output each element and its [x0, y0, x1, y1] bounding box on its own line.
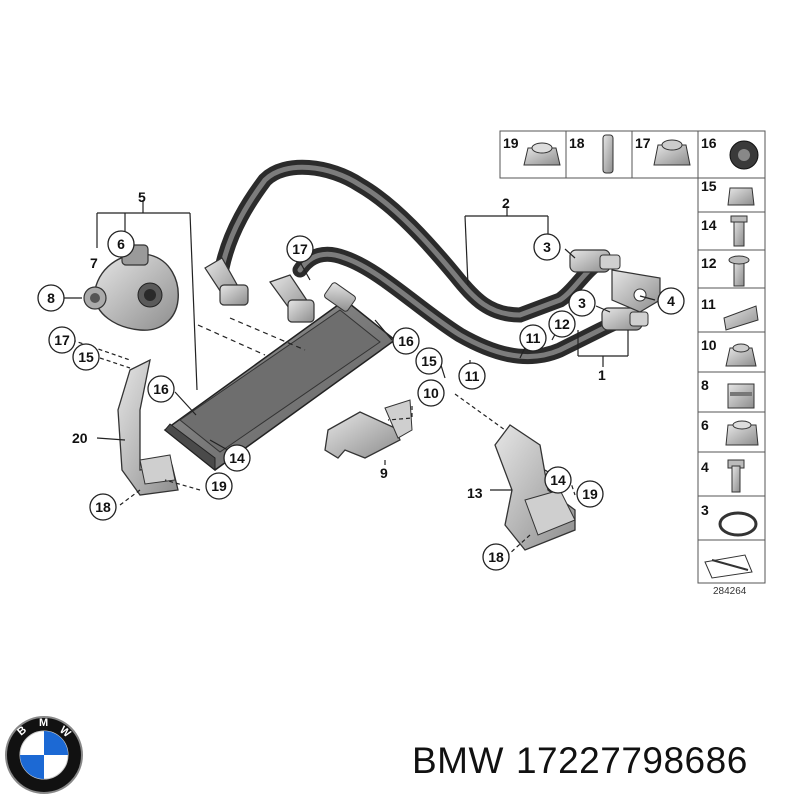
callout-17-top: 17 — [286, 235, 314, 263]
svg-text:17: 17 — [54, 332, 70, 348]
svg-text:15: 15 — [78, 349, 94, 365]
oil-cooler — [163, 282, 397, 472]
group-label-9: 9 — [380, 465, 388, 481]
legend-side-column: 15 14 12 11 10 8 6 — [697, 177, 766, 584]
svg-text:14: 14 — [550, 472, 566, 488]
bracket-13 — [494, 424, 576, 551]
callout-14-left: 14 — [223, 444, 251, 472]
diagram-id-label: 284264 — [713, 586, 747, 597]
callout-11-upper: 11 — [519, 324, 547, 352]
legend-arrow-symbol — [704, 554, 753, 579]
svg-text:16: 16 — [701, 135, 717, 151]
callouts: 6 8 17 15 16 17 3 3 4 12 11 11 16 15 10 … — [37, 230, 685, 571]
callout-10: 10 — [417, 379, 445, 407]
legend-side-12: 12 — [701, 255, 750, 287]
svg-text:14: 14 — [701, 217, 717, 233]
svg-text:4: 4 — [701, 459, 709, 475]
legend-side-3: 3 — [701, 502, 758, 537]
svg-text:3: 3 — [543, 239, 551, 255]
callout-16-right: 16 — [392, 327, 420, 355]
legend-side-11: 11 — [701, 296, 759, 331]
svg-text:10: 10 — [423, 385, 439, 401]
callout-15-right: 15 — [415, 347, 443, 375]
hose-fitting-right-upper — [569, 249, 621, 273]
hose-fitting-left-lower — [269, 274, 315, 323]
group-label-20: 20 — [72, 430, 88, 446]
callout-14-right: 14 — [544, 466, 572, 494]
group-label-7: 7 — [90, 255, 98, 271]
legend-side-14: 14 — [701, 215, 748, 247]
svg-text:19: 19 — [503, 135, 519, 151]
upper-hose — [214, 159, 608, 323]
callout-17-left: 17 — [48, 326, 76, 354]
svg-text:17: 17 — [635, 135, 651, 151]
svg-text:4: 4 — [667, 293, 675, 309]
callout-12: 12 — [548, 310, 576, 338]
svg-text:10: 10 — [701, 337, 717, 353]
svg-text:15: 15 — [421, 353, 437, 369]
legend-top-16: 16 — [701, 135, 759, 170]
group-labels: 5 7 2 1 9 13 20 — [72, 189, 606, 501]
legend-top-row: 19 18 17 16 — [499, 130, 766, 179]
bracket-20 — [117, 358, 179, 496]
thermostat-assembly — [83, 244, 179, 331]
svg-text:12: 12 — [701, 255, 717, 271]
svg-text:3: 3 — [578, 295, 586, 311]
svg-text:11: 11 — [465, 368, 480, 384]
bracket-9 — [324, 399, 413, 459]
callout-18-right: 18 — [482, 543, 510, 571]
legend-side-6: 6 — [701, 417, 759, 446]
svg-text:8: 8 — [701, 377, 709, 393]
svg-text:11: 11 — [526, 330, 541, 346]
callout-19-right: 19 — [576, 480, 604, 508]
hose-fitting-left-upper — [204, 257, 249, 306]
callout-16-left: 16 — [147, 375, 175, 403]
svg-text:12: 12 — [554, 316, 570, 332]
group-label-1: 1 — [598, 367, 606, 383]
svg-text:16: 16 — [398, 333, 414, 349]
callout-8: 8 — [37, 284, 65, 312]
footer-part-label: BMW 17227798686 — [412, 740, 760, 782]
callout-11-lower: 11 — [458, 362, 486, 390]
callout-4: 4 — [657, 287, 685, 315]
callout-19-left: 19 — [205, 472, 233, 500]
bmw-logo: B M W — [5, 716, 83, 794]
group-label-5: 5 — [138, 189, 146, 205]
callout-3-lower: 3 — [568, 289, 596, 317]
part-number: 17227798686 — [515, 740, 748, 781]
svg-text:18: 18 — [95, 499, 111, 515]
legend-side-10: 10 — [701, 337, 757, 367]
callout-18-left: 18 — [89, 493, 117, 521]
svg-text:19: 19 — [582, 486, 598, 502]
svg-text:6: 6 — [117, 236, 125, 252]
legend-top-19: 19 — [503, 135, 561, 166]
svg-text:18: 18 — [488, 549, 504, 565]
svg-text:19: 19 — [211, 478, 227, 494]
svg-text:11: 11 — [701, 296, 716, 312]
svg-text:14: 14 — [229, 450, 245, 466]
legend-side-8: 8 — [701, 377, 755, 409]
brand-name: BMW — [412, 740, 504, 781]
legend-top-18: 18 — [569, 134, 614, 174]
callout-15-left: 15 — [72, 343, 100, 371]
connector-plate — [611, 269, 661, 313]
svg-text:8: 8 — [47, 290, 55, 306]
svg-text:3: 3 — [701, 502, 709, 518]
legend-side-4: 4 — [701, 459, 745, 493]
callout-3-upper: 3 — [533, 233, 561, 261]
callout-6: 6 — [107, 230, 135, 258]
logo-letter-m: M — [39, 717, 48, 729]
svg-text:15: 15 — [701, 178, 717, 194]
svg-text:17: 17 — [292, 241, 308, 257]
svg-text:6: 6 — [701, 417, 709, 433]
svg-text:18: 18 — [569, 135, 585, 151]
legend-top-17: 17 — [635, 135, 691, 166]
svg-text:16: 16 — [153, 381, 169, 397]
group-label-2: 2 — [502, 195, 510, 211]
group-label-13: 13 — [467, 485, 483, 501]
legend-side-15: 15 — [701, 178, 755, 206]
